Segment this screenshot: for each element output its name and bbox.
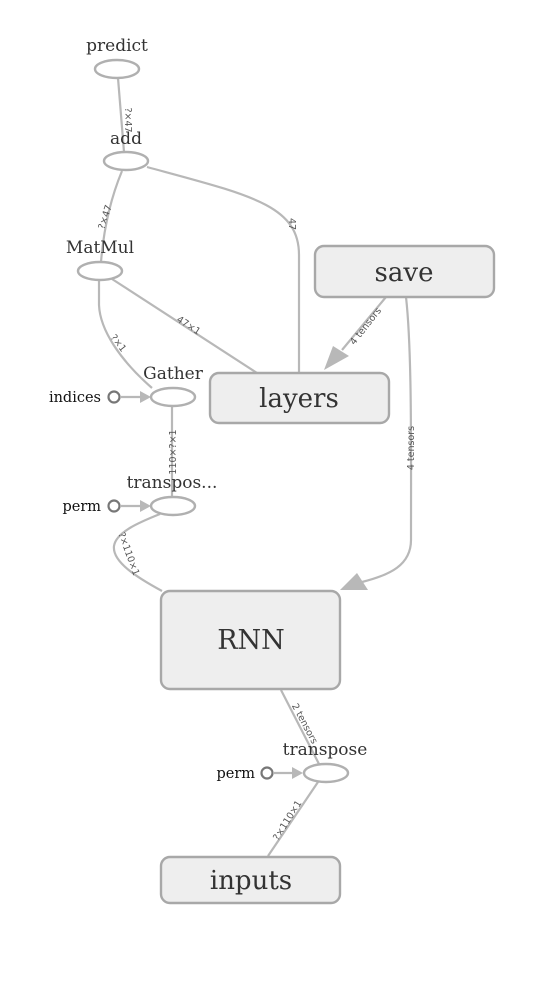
edge-matmul-add bbox=[99, 170, 124, 263]
node-add-shape[interactable] bbox=[102, 150, 150, 172]
node-transpose-bottom-label: transpose bbox=[283, 740, 368, 760]
edge-label-save-layers: 4 tensors bbox=[348, 306, 384, 348]
const-indices-label: indices bbox=[49, 390, 101, 406]
node-gather-shape[interactable] bbox=[149, 386, 197, 408]
edge-label-transpose-gather: 110×?×1 bbox=[168, 429, 179, 474]
node-transpose-bottom-shape[interactable] bbox=[302, 762, 350, 784]
edge-label-save-rnn: 4 tensors bbox=[406, 426, 417, 470]
edge-label-matmul-add: ?×47 bbox=[97, 204, 115, 231]
node-rnn-box[interactable] bbox=[159, 589, 342, 691]
node-predict-label: predict bbox=[86, 36, 148, 56]
node-inputs-label: inputs bbox=[210, 866, 292, 896]
node-layers-box[interactable] bbox=[208, 371, 391, 425]
arrowhead-indices-gather bbox=[140, 391, 151, 403]
node-save-label: save bbox=[375, 258, 434, 288]
const-perm-top-dot[interactable] bbox=[107, 499, 121, 513]
edge-layers-add bbox=[146, 165, 301, 372]
edge-save-layers bbox=[341, 296, 387, 351]
arrowhead-perm-top-transpose bbox=[140, 500, 151, 512]
edge-layers-matmul bbox=[111, 278, 258, 374]
edge-add-predict bbox=[116, 77, 126, 153]
node-transpose-bottom[interactable]: transpose bbox=[283, 740, 368, 784]
node-predict[interactable]: predict bbox=[86, 36, 148, 80]
edge-label-gather-matmul: ?×1 bbox=[108, 333, 128, 355]
const-perm-bottom-dot[interactable] bbox=[260, 766, 274, 780]
const-perm-top[interactable]: perm bbox=[62, 499, 121, 515]
arrowhead-perm-bottom-transpose bbox=[292, 767, 303, 779]
node-matmul-shape[interactable] bbox=[76, 260, 124, 282]
const-perm-bottom-label: perm bbox=[216, 766, 255, 782]
node-matmul-label: MatMul bbox=[66, 238, 134, 258]
node-rnn-label: RNN bbox=[217, 625, 285, 656]
edge-label-layers-matmul: 47×1 bbox=[174, 314, 202, 337]
edge-rnn-transpose-top bbox=[112, 512, 163, 592]
node-layers[interactable]: layers bbox=[208, 371, 391, 425]
node-add[interactable]: add bbox=[102, 129, 150, 172]
node-transpose-top-label: transpos... bbox=[127, 473, 218, 493]
arrowhead-save-rnn bbox=[340, 573, 368, 590]
node-gather[interactable]: Gather bbox=[143, 364, 204, 408]
edge-save-rnn bbox=[361, 296, 413, 584]
node-save[interactable]: save bbox=[313, 244, 496, 299]
node-transpose-top-shape[interactable] bbox=[149, 495, 197, 517]
node-matmul[interactable]: MatMul bbox=[66, 238, 134, 282]
edge-label-layers-add: 47 bbox=[286, 218, 297, 230]
arrowhead-save-layers bbox=[324, 346, 349, 370]
node-transpose-top[interactable]: transpos... bbox=[127, 473, 218, 517]
edge-inputs-transpose bbox=[267, 781, 319, 857]
edge-transpose-rnn bbox=[280, 689, 320, 765]
node-add-label: add bbox=[110, 129, 142, 149]
node-predict-shape[interactable] bbox=[93, 58, 141, 80]
node-layers-label: layers bbox=[259, 384, 339, 414]
const-perm-top-label: perm bbox=[62, 499, 101, 515]
node-save-box[interactable] bbox=[313, 244, 496, 299]
node-gather-label: Gather bbox=[143, 364, 204, 384]
node-rnn[interactable]: RNN bbox=[159, 589, 342, 691]
const-perm-bottom[interactable]: perm bbox=[216, 766, 274, 782]
edge-label-inputs-transpose: ?×110×1 bbox=[271, 799, 304, 843]
edge-gather-matmul bbox=[97, 281, 153, 389]
const-indices[interactable]: indices bbox=[49, 390, 121, 406]
node-inputs-box[interactable] bbox=[159, 855, 342, 905]
node-inputs[interactable]: inputs bbox=[159, 855, 342, 905]
edge-label-add-predict: ?×47 bbox=[122, 107, 133, 132]
const-indices-dot[interactable] bbox=[107, 390, 121, 404]
